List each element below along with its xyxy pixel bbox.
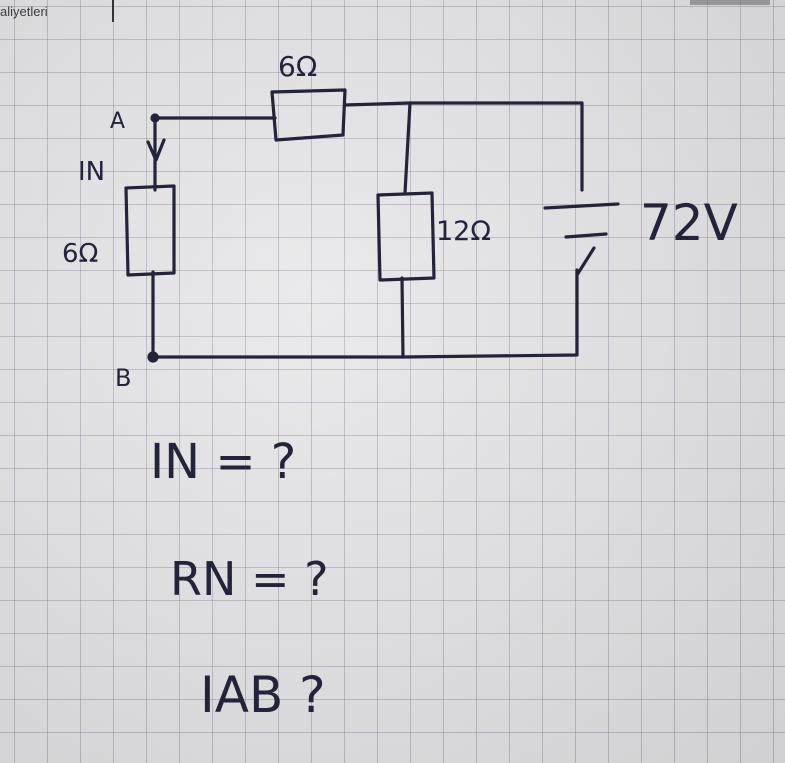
resistor-middle-12ohm <box>376 191 436 282</box>
node-b-label: B <box>115 364 131 392</box>
r-top-label: 6Ω <box>278 50 317 83</box>
node-a-dot <box>150 113 160 123</box>
question-iab: IAB ? <box>200 666 326 724</box>
r-left-label: 6Ω <box>62 239 98 269</box>
battery-long-plate <box>543 202 620 210</box>
header-rule <box>112 0 114 22</box>
resistor-left-6ohm <box>124 184 176 277</box>
wire-bottom <box>151 268 579 359</box>
node-a-label: A <box>110 109 125 134</box>
question-in: IN = ? <box>150 434 296 490</box>
resistor-top-6ohm <box>270 88 347 142</box>
wire-middle-top <box>403 101 412 195</box>
battery-lead-bottom <box>575 246 596 277</box>
source-label: 72V <box>640 194 738 252</box>
node-b-dot <box>147 351 159 363</box>
current-arrow <box>146 138 166 162</box>
current-label: IN <box>78 157 105 187</box>
battery-short-plate <box>564 232 608 239</box>
wire-top-right <box>343 101 584 192</box>
corner-mark <box>690 0 770 5</box>
header-text: aliyetleri <box>0 4 48 19</box>
wire-middle-bottom <box>400 276 405 359</box>
question-rn: RN = ? <box>170 552 329 606</box>
r-middle-label: 12Ω <box>436 216 491 247</box>
